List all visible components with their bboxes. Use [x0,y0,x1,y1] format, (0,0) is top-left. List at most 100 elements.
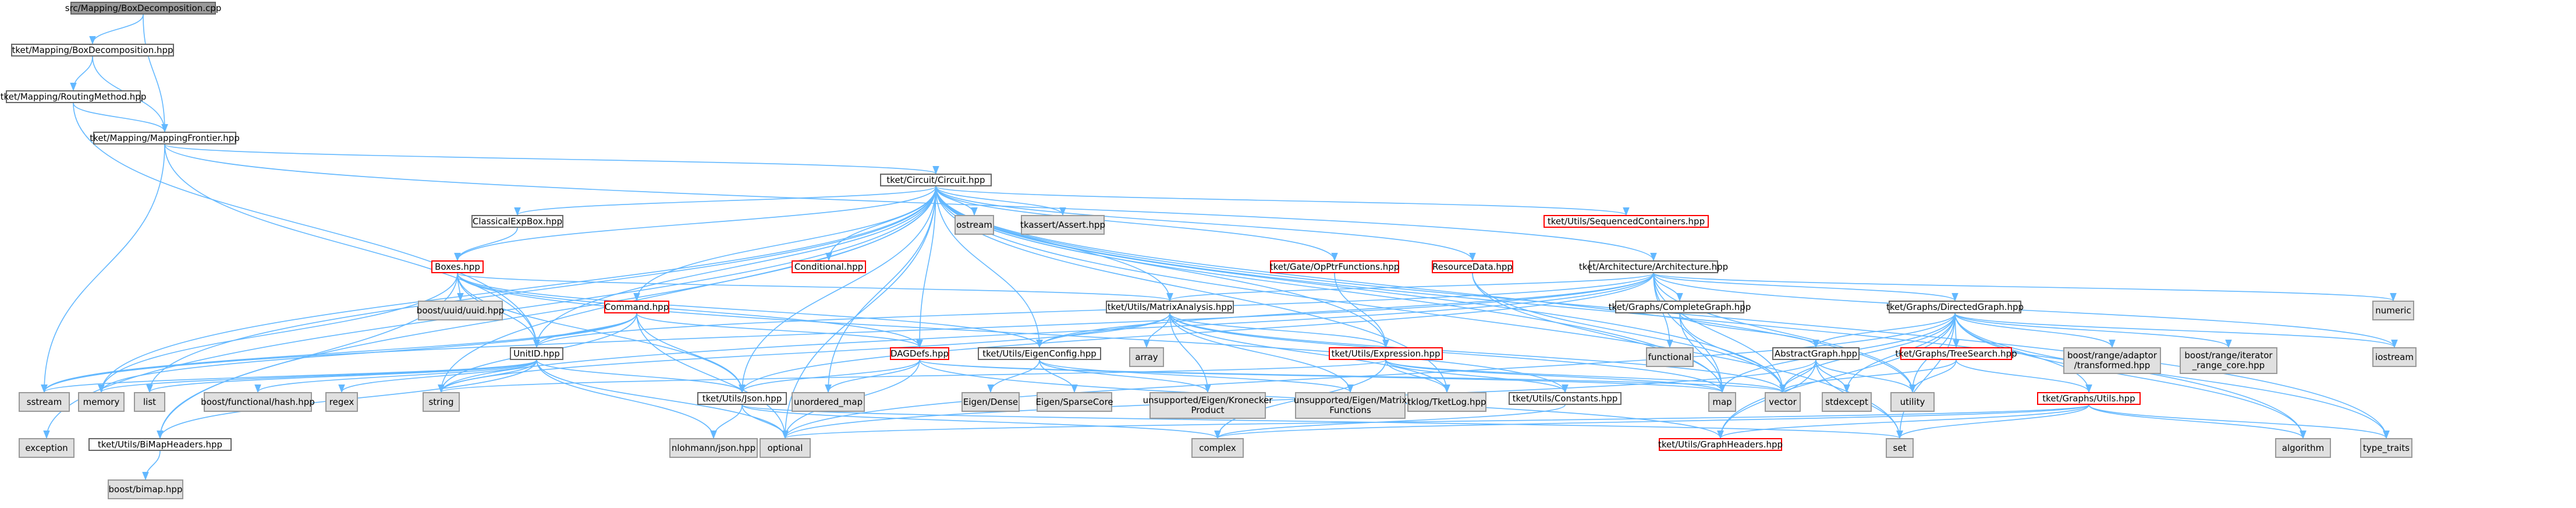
edge-n20-n36 [438,359,537,393]
graph-node-sstream: sstream [19,392,70,412]
edge-n24-n36 [438,359,1386,393]
edge-n15-n32 [98,313,637,393]
edge-n20-n52 [536,359,717,439]
edge-n22-n40 [1039,359,1078,393]
graph-node-algorithm: algorithm [2275,438,2331,458]
edge-n4-n12 [935,186,1338,262]
edge-n49-n57 [2088,404,2307,439]
graph-node-array: array [1129,347,1164,367]
edge-n14-n48 [1653,273,1916,393]
graph-node-tket-utils-constants-hpp[interactable]: tket/Utils/Constants.hpp [1509,392,1621,405]
graph-node-ostream: ostream [955,215,994,235]
graph-node-unitid-hpp[interactable]: UnitID.hpp [510,347,563,360]
edge-n3-n31 [41,144,165,393]
graph-node-complex: complex [1191,438,1244,458]
graph-node-tket-utils-matrixanalysis-hpp[interactable]: tket/Utils/MatrixAnalysis.hpp [1106,301,1234,313]
graph-node-tket-utils-graphheaders-hpp[interactable]: tket/Utils/GraphHeaders.hpp [1658,438,1783,451]
graph-node-regex: regex [325,392,358,412]
graph-node-functional: functional [1646,347,1694,367]
edge-n2-n3 [73,103,168,133]
graph-node-tket-utils-json-hpp[interactable]: tket/Utils/Json.hpp [697,392,787,405]
edge-n16-n46 [1169,313,1786,393]
edge-n20-n37 [536,359,746,393]
edge-n14-n31 [41,273,1654,393]
graph-node-unsupported-eigen-matrix-functions: unsupported/Eigen/Matrix Functions [1294,392,1407,419]
graph-node-tket-mapping-routingmethod-hpp[interactable]: tket/Mapping/RoutingMethod.hpp [1,90,146,103]
graph-node-boost-uuid-uuid-hpp: boost/uuid/uuid.hpp [417,301,504,320]
edge-n0-n1 [89,14,144,45]
edge-n17-n45 [1679,313,1726,393]
graph-node-tket-gate-opptrfunctions-hpp[interactable]: tket/Gate/OpPtrFunctions.hpp [1270,260,1399,273]
graph-node-boost-functional-hash-hpp: boost/functional/hash.hpp [201,392,315,412]
edge-n18-n58 [1954,313,2390,439]
graph-node-dagdefs-hpp[interactable]: DAGDefs.hpp [890,347,949,360]
edge-n18-n57 [1954,313,2307,439]
edge-n49-n53 [782,404,2089,439]
edge-n24-n44 [1385,359,1569,393]
graph-node-conditional-hpp[interactable]: Conditional.hpp [792,260,866,273]
edge-n18-n53 [782,313,1956,439]
edge-n4-n13 [935,186,1476,262]
graph-node-tket-utils-eigenconfig-hpp[interactable]: tket/Utils/EigenConfig.hpp [978,347,1101,360]
edge-n18-n28 [1954,313,2116,348]
edge-n17-n46 [1679,313,1786,393]
graph-node-abstractgraph-hpp[interactable]: AbstractGraph.hpp [1772,347,1860,360]
graph-node-memory: memory [78,392,125,412]
graph-node-nlohmann-json-hpp: nlohmann/json.hpp [669,438,758,458]
edge-n21-n38 [825,359,920,393]
edge-n4-n38 [825,186,936,393]
edge-n37-n52 [710,404,743,439]
graph-node-tket-utils-sequencedcontainers-hpp[interactable]: tket/Utils/SequencedContainers.hpp [1544,215,1709,228]
edge-n4-n10 [454,186,936,262]
graph-node-boost-range-iterator-range-core-hpp: boost/range/iterator _range_core.hpp [2180,347,2277,374]
graph-node-tket-graphs-treesearch-hpp[interactable]: tket/Graphs/TreeSearch.hpp [1895,347,2017,360]
edge-n21-n46 [919,359,1786,393]
graph-node-tket-utils-expression-hpp[interactable]: tket/Utils/Expression.hpp [1329,347,1443,360]
graph-node-resourcedata-hpp[interactable]: ResourceData.hpp [1432,260,1513,273]
edge-n4-n43 [935,186,1450,393]
edge-n16-n41 [1169,313,1211,393]
edge-n15-n53 [636,313,789,439]
edge-n20-n34 [254,359,537,393]
graph-node-tket-mapping-mappingfrontier-hpp[interactable]: tket/Mapping/MappingFrontier.hpp [90,132,240,144]
edge-n18-n26 [1812,313,1956,348]
graph-node-optional: optional [760,438,811,458]
edge-n18-n46 [1779,313,1956,393]
edge-n12-n24 [1334,273,1389,348]
graph-node-classicalexpbox-hpp[interactable]: ClassicalExpBox.hpp [471,215,563,228]
edge-n26-n48 [1815,359,1916,393]
edge-n22-n41 [1039,359,1211,393]
graph-node-tket-utils-bimapheaders-hpp[interactable]: tket/Utils/BiMapHeaders.hpp [88,438,232,451]
graph-node-eigen-dense: Eigen/Dense [961,392,1020,412]
edge-n4-n32 [98,186,936,393]
graph-node-boxes-hpp[interactable]: Boxes.hpp [431,260,484,273]
edge-n14-n45 [1653,273,1726,393]
edge-n14-n19 [1653,273,2397,302]
graph-node-tket-circuit-circuit-hpp[interactable]: tket/Circuit/Circuit.hpp [880,174,992,186]
edge-n4-n8 [935,186,1066,216]
graph-node-tket-graphs-completegraph-hpp[interactable]: tket/Graphs/CompleteGraph.hpp [1609,301,1751,313]
graph-node-tket-graphs-utils-hpp[interactable]: tket/Graphs/Utils.hpp [2037,392,2141,405]
edge-n49-n56 [1896,404,2089,439]
edge-n22-n42 [1039,359,1354,393]
graph-node-set: set [1886,438,1914,458]
graph-node-command-hpp[interactable]: Command.hpp [604,301,669,313]
edge-n18-n55 [1717,313,1956,439]
edge-n16-n23 [1143,313,1170,348]
edge-n18-n29 [1954,313,2232,348]
edge-n20-n35 [338,359,537,393]
graph-node-tket-graphs-directedgraph-hpp[interactable]: tket/Graphs/DirectedGraph.hpp [1886,301,2024,313]
edge-n20-n33 [146,359,537,393]
graph-node-unordered-map: unordered_map [792,392,865,412]
graph-node-type-traits: type_traits [2360,438,2412,458]
graph-node-tket-architecture-architecture-hpp[interactable]: tket/Architecture/Architecture.hpp [1579,260,1728,273]
graph-node-unsupported-eigen-kronecker-product: unsupported/Eigen/Kronecker Product [1143,392,1272,419]
edge-n4-n37 [739,186,936,393]
edge-n0-n3 [143,14,168,133]
edge-n27-n48 [1909,359,1957,393]
edge-n26-n47 [1815,359,1850,393]
edge-n21-n37 [739,359,920,393]
edge-n51-n59 [142,450,161,481]
graph-node-tket-mapping-boxdecomposition-hpp[interactable]: tket/Mapping/BoxDecomposition.hpp [11,44,174,57]
